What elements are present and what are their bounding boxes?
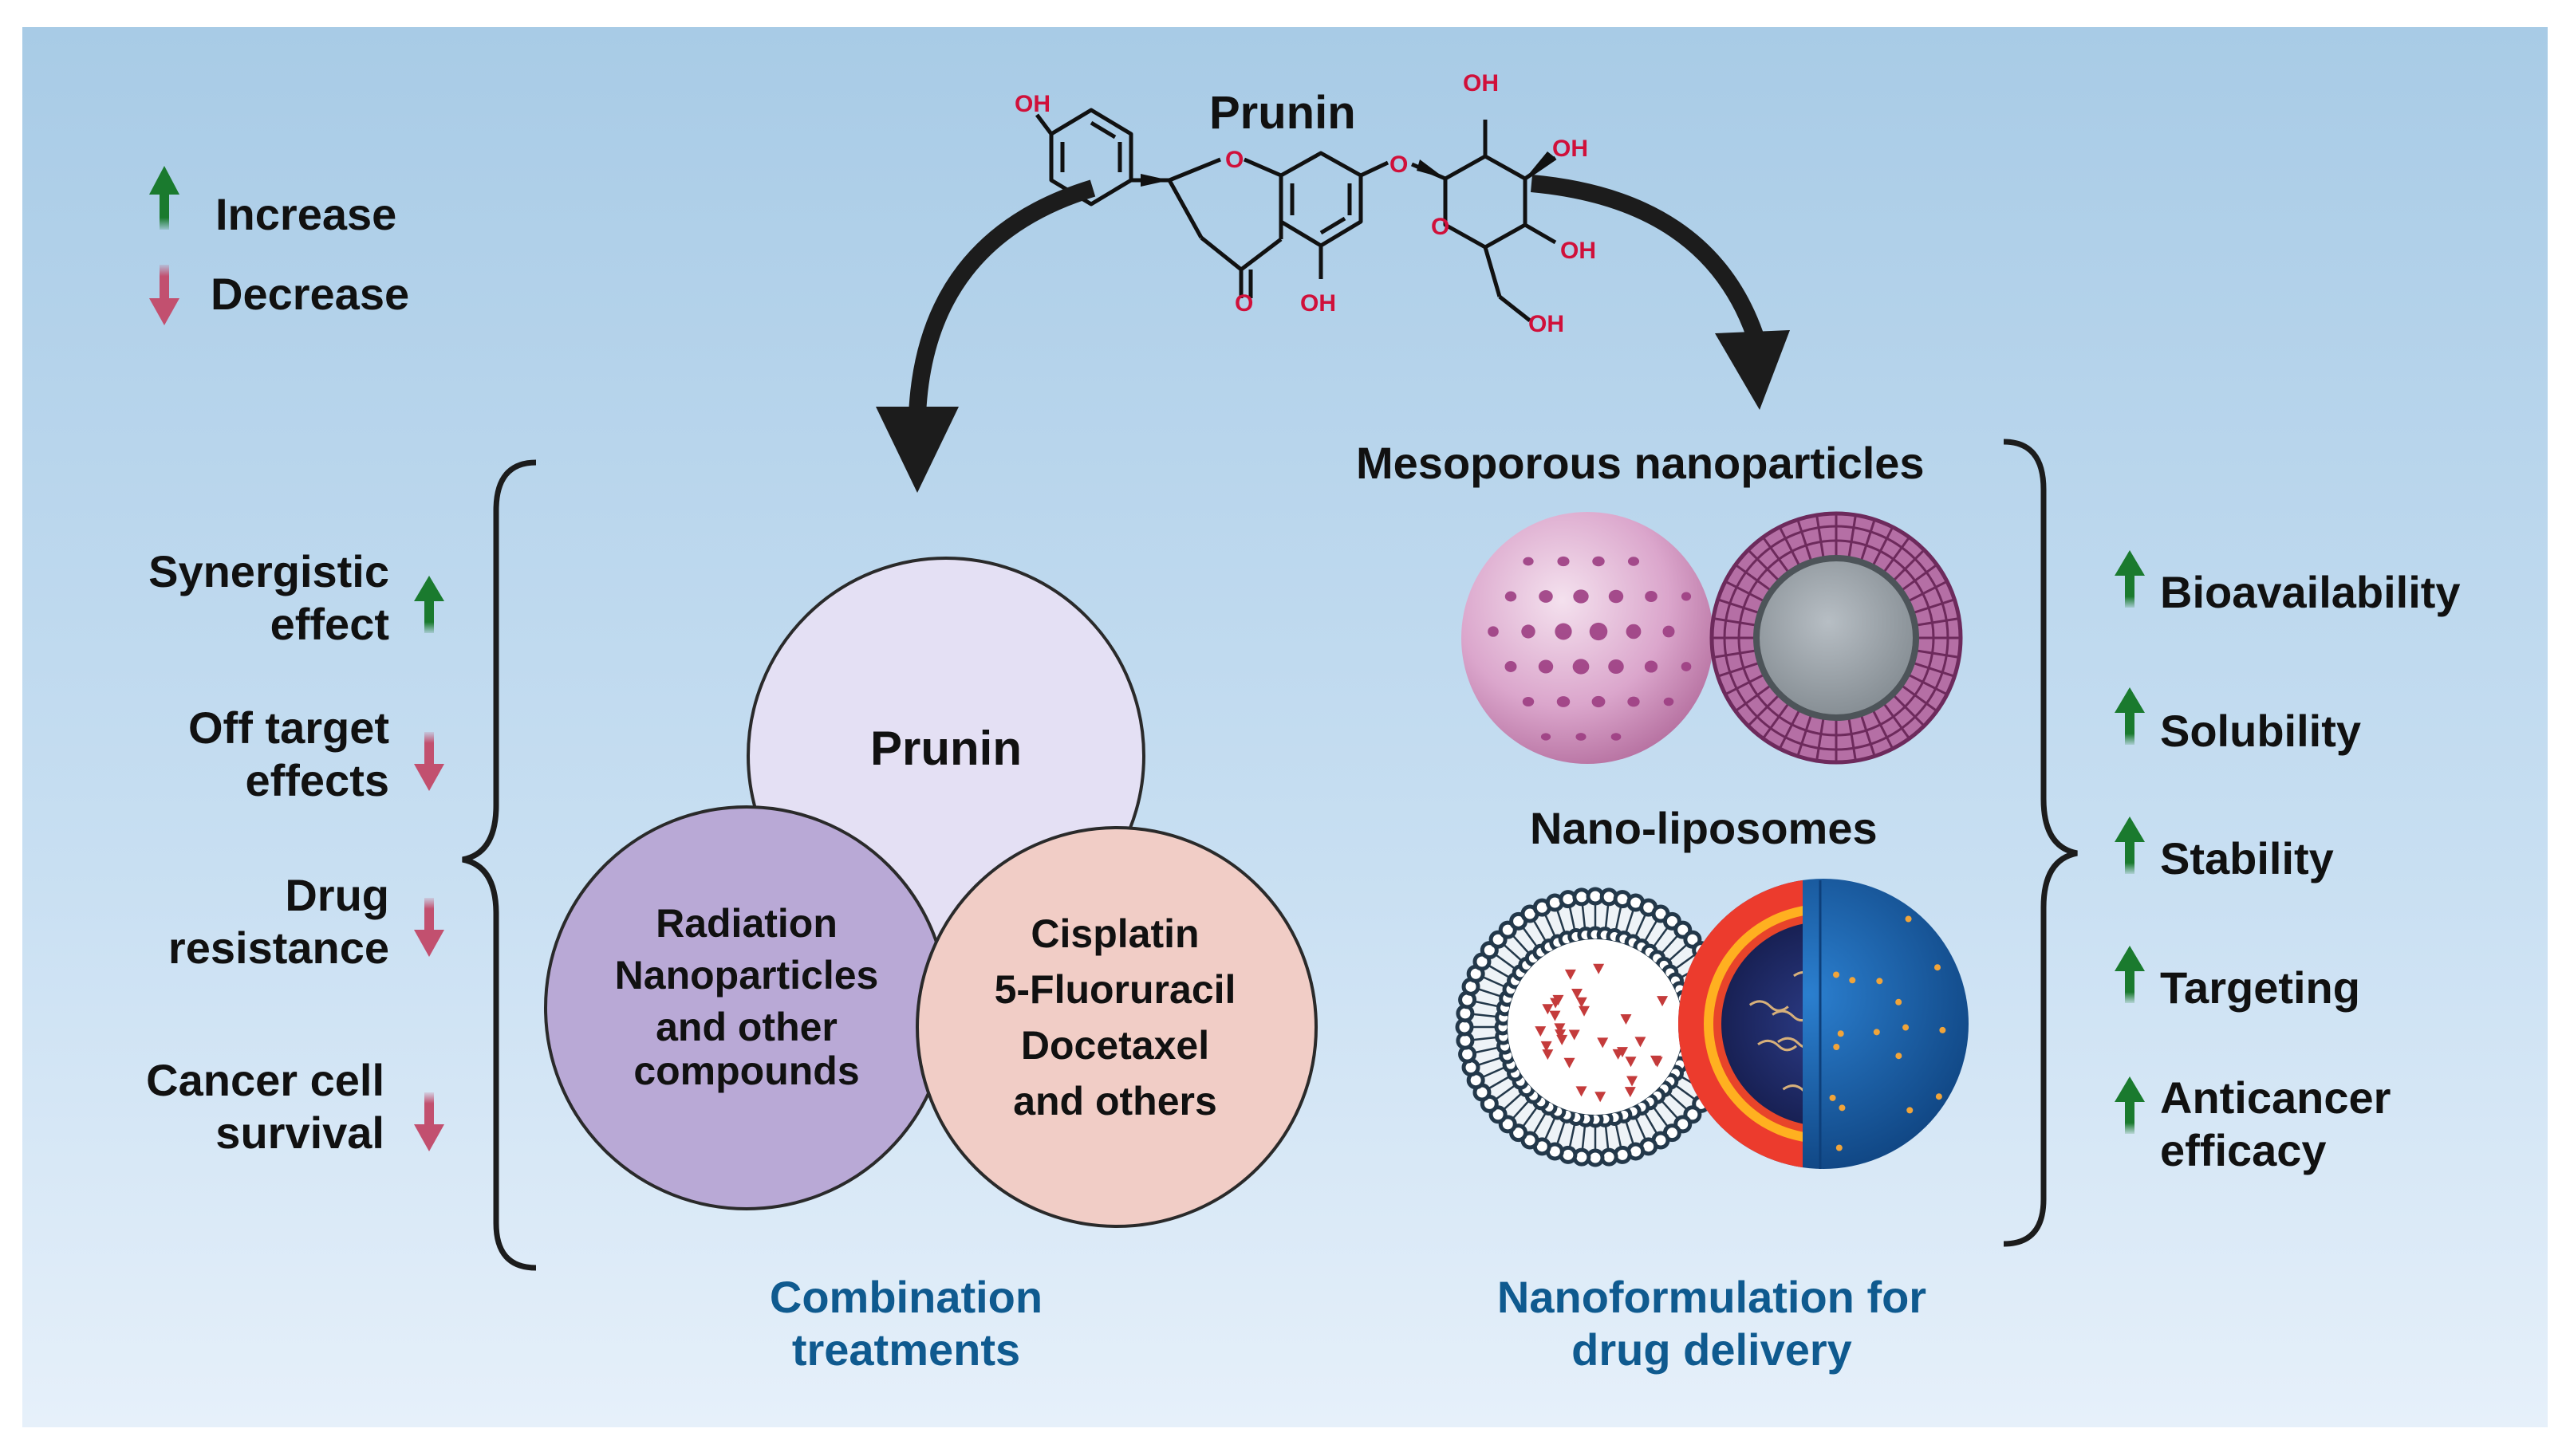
right-effect-increase-arrow-icon	[2115, 946, 2145, 1003]
mesoporous-label: Mesoporous nanoparticles	[1356, 438, 1925, 488]
left-brace	[462, 459, 537, 1271]
curved-arrow-right	[1531, 175, 1764, 338]
mesoporous-nanoparticle-cross-section-icon	[1709, 511, 1963, 765]
molecule-title: Prunin	[1209, 87, 1356, 139]
curved-arrow-left	[909, 179, 1096, 415]
left-effect-decrease-arrow-icon	[414, 898, 444, 957]
right-effect-solubility: Solubility	[2160, 706, 2361, 756]
molecule-wedge	[1525, 152, 1555, 179]
molecule-wedge	[1141, 174, 1169, 187]
right-effect-increase-arrow-icon	[2115, 1076, 2145, 1134]
venn-label-prunin: Prunin	[870, 722, 1022, 775]
molecule-label-o-ring: O	[1225, 147, 1244, 173]
right-effect-stability: Stability	[2160, 833, 2334, 883]
right-brace	[2003, 439, 2078, 1247]
left-effect-decrease-arrow-icon	[414, 1092, 444, 1151]
molecule-label-oh-sugar-ch2: OH	[1528, 311, 1564, 337]
liposomes-label: Nano-liposomes	[1530, 803, 1878, 853]
left-effect-increase-arrow-icon	[414, 576, 444, 633]
molecule-wedge	[1417, 159, 1445, 179]
molecule-label-o-sugar-ring: O	[1431, 214, 1450, 240]
right-effect-increase-arrow-icon	[2115, 687, 2145, 745]
molecule-label-oh-a-ring: OH	[1300, 290, 1336, 317]
liposome-cross-section-icon	[1455, 887, 1736, 1167]
mesoporous-nanoparticle-sphere-icon	[1461, 512, 1713, 764]
molecule-label-oh-sugar-top: OH	[1463, 70, 1499, 96]
legend-increase-label: Increase	[215, 189, 397, 239]
legend-decrease-label: Decrease	[211, 269, 410, 319]
venn-circle-cisplatin	[916, 826, 1318, 1228]
molecule-label-oh-sugar-lower: OH	[1560, 238, 1596, 264]
liposome-drug-loaded-sphere-icon	[1678, 879, 1969, 1169]
molecule-label-o-glycoside: O	[1389, 152, 1409, 178]
right-effect-increase-arrow-icon	[2115, 550, 2145, 608]
curved-arrow-right-head	[1715, 330, 1790, 410]
right-effect-targeting: Targeting	[2160, 962, 2360, 1013]
curved-arrow-left-head	[876, 407, 959, 493]
molecule-label-oh-sugar-right: OH	[1552, 136, 1588, 162]
right-effect-increase-arrow-icon	[2115, 817, 2145, 874]
left-effect-decrease-arrow-icon	[414, 732, 444, 791]
right-effect-bioavailability: Bioavailability	[2160, 567, 2461, 617]
legend-decrease-arrow-icon	[149, 265, 179, 325]
molecule-label-oh-phenol: OH	[1015, 91, 1050, 117]
molecule-label-o-ketone: O	[1235, 290, 1254, 317]
legend-increase-arrow-icon	[149, 166, 179, 230]
